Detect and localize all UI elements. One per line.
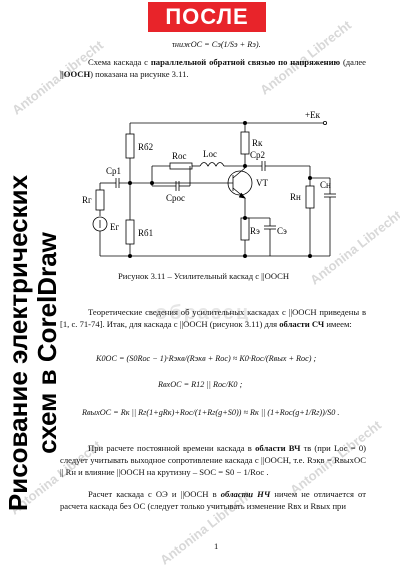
paragraph-2: Теоретические сведения об усилительных к… (60, 306, 366, 330)
side-title-line-1: Рисование электрических (3, 174, 33, 512)
label-supply: +Eк (305, 110, 321, 120)
page-number: 1 (214, 541, 219, 551)
label-loc: Loc (203, 149, 217, 159)
top-formula: τнижОС = Сэ(1/Sэ + Rэ). (172, 40, 261, 49)
label-cp2: Cp2 (250, 150, 265, 160)
equation-k0: K0ОС = (S0Rос − 1)·Rэкв/(Rэкв + Rос) ≈ K… (96, 354, 317, 363)
p2-bold: области СЧ (279, 319, 325, 329)
p4-text-b: ничем не отличается от расчета каскада б… (60, 489, 366, 511)
p1-bold: параллельной обратной связью по напряжен… (150, 57, 341, 67)
circuit-diagram: +Eк Rб2 Rк Roc Loc Cp2 Cpoc VT Cp1 Rг Eг… (82, 110, 336, 258)
side-title: Рисование электрических схем в CorelDraw (3, 158, 66, 528)
p3-text: При расчете постоянной времени каскада в (88, 443, 256, 453)
label-cp1: Cp1 (106, 166, 121, 176)
watermark-center: образец (155, 302, 251, 324)
label-cn: Cн (320, 180, 331, 190)
label-rk: Rк (252, 138, 263, 148)
label-rb2: Rб2 (138, 142, 153, 152)
paragraph-3: При расчете постоянной времени каскада в… (60, 442, 366, 478)
p3-bold: области ВЧ (255, 443, 301, 453)
label-ce: Cэ (277, 226, 287, 236)
after-banner: ПОСЛЕ (148, 2, 266, 32)
label-rn: Rн (290, 192, 301, 202)
p1-text-c: ) показана на рисунке 3.11. (90, 69, 189, 79)
p4-bold: области НЧ (220, 489, 271, 499)
p2-text-end: имеем: (324, 319, 352, 329)
paragraph-1: Схема каскада с параллельной обратной св… (60, 56, 366, 80)
p2-text: Теоретические сведения об усилительных к… (60, 307, 366, 329)
p1-text-b: (далее (340, 57, 366, 67)
label-vt: VT (256, 178, 268, 188)
label-eg: Eг (110, 222, 119, 232)
side-title-line-2: схем в CorelDraw (32, 232, 62, 454)
equation-rin: RвхОС = R12 || Rос/K0 ; (158, 380, 243, 389)
label-re: Rэ (250, 226, 260, 236)
paragraph-4: Расчет каскада с ОЭ и ||ООСН в области Н… (60, 488, 366, 512)
label-rb1: Rб1 (138, 228, 153, 238)
label-rg: Rг (82, 195, 92, 205)
p1-bold-2: ||ООСН (60, 69, 91, 79)
p3-text-b: τв (при Lос = 0) следует учитывать выход… (60, 443, 366, 477)
p1-text: Схема каскада с (88, 57, 151, 67)
equation-rout: RвыхОС = Rк || Rг(1+gRк)+Rос/(1+Rг(g+S0)… (82, 408, 340, 417)
p4-text: Расчет каскада с ОЭ и ||ООСН в (88, 489, 221, 499)
label-roc: Roc (172, 151, 187, 161)
figure-caption: Рисунок 3.11 – Усилительный каскад с ||О… (118, 271, 290, 281)
label-croc: Cpoc (166, 193, 185, 203)
